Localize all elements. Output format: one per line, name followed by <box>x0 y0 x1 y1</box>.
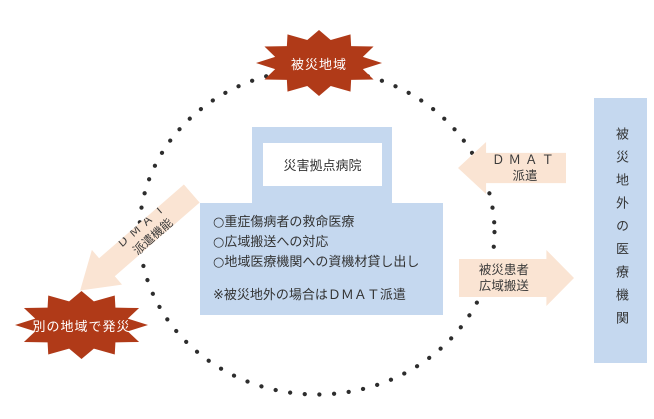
starburst-icon <box>256 30 382 96</box>
outside-medical-institutions-bar: 被災地外の医療機関 <box>594 98 647 363</box>
patient-transport-arrow: 被災患者 広域搬送 <box>459 250 574 306</box>
dotted-cycle-ellipse <box>137 67 497 397</box>
function-item: ○地域医療機関への資機材貸し出し <box>213 255 420 270</box>
hospital-title: 災害拠点病院 <box>283 159 362 174</box>
functions-note: ※被災地外の場合はＤＭＡＴ派遣 <box>213 288 406 303</box>
patient-transport-line2: 広域搬送 <box>478 278 529 293</box>
hospital-title-box: 災害拠点病院 <box>263 143 382 186</box>
hospital-functions-box: ○重症傷病者の救命医療 ○広域搬送への対応 ○地域医療機関への資機材貸し出し ※… <box>200 203 443 315</box>
disaster-area-burst: 被災地域 <box>256 30 382 96</box>
disaster-area-label: 被災地域 <box>290 57 347 73</box>
function-item: ○広域搬送への対応 <box>213 235 329 250</box>
patient-transport-line1: 被災患者 <box>478 261 529 277</box>
another-area-disaster-label: 別の地域で発災 <box>32 319 131 335</box>
another-area-disaster-burst: 別の地域で発災 <box>15 291 148 359</box>
function-item: ○重症傷病者の救命医療 <box>213 215 355 230</box>
dmat-dispatch-arrow-label: ＤＭＡＴ 派遣 <box>458 152 566 185</box>
outside-medical-institutions-label: 被災地外の医療機関 <box>613 127 628 334</box>
dmat-dispatch-line2: 派遣 <box>512 168 538 183</box>
starburst-icon <box>15 291 148 359</box>
dmat-dispatch-line1: ＤＭＡＴ <box>491 151 558 167</box>
patient-transport-arrow-label: 被災患者 広域搬送 <box>459 262 574 295</box>
